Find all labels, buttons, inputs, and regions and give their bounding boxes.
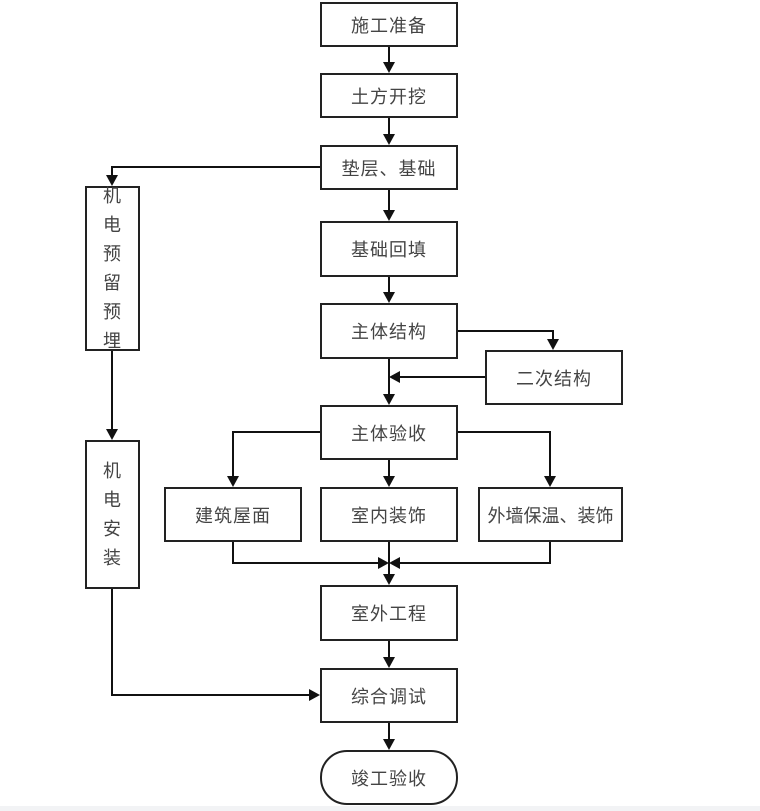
node-cushion-foundation[interactable]: 垫层、基础: [320, 145, 458, 190]
node-label: 室外工程: [351, 604, 427, 625]
edge-mep-install-to-commissioning: [111, 588, 320, 701]
edge-exterior-to-merge: [389, 541, 551, 569]
edge-foundation-to-backfill: [383, 189, 395, 221]
node-main-structure[interactable]: 主体结构: [320, 303, 458, 359]
edge-prep-to-excavation: [383, 46, 395, 73]
edge-foundation-to-mep-embed: [106, 166, 320, 186]
node-label: 综合调试: [351, 686, 427, 708]
edge-acceptance-to-roofing: [227, 431, 320, 487]
edge-acceptance-to-interior: [383, 459, 395, 487]
node-label: 二次结构: [516, 368, 592, 390]
node-commissioning[interactable]: 综合调试: [320, 668, 458, 723]
node-construction-prep[interactable]: 施工准备: [320, 2, 458, 47]
node-label-char: 留: [103, 272, 122, 294]
node-mep-embedding[interactable]: 机 电 预 留 预 埋: [85, 186, 140, 352]
node-earth-excavation[interactable]: 土方开挖: [320, 73, 458, 118]
edge-backfill-to-main-structure: [383, 276, 395, 303]
node-secondary-structure[interactable]: 二次结构: [485, 350, 623, 405]
edge-roofing-to-merge: [232, 541, 389, 569]
edge-main-structure-to-secondary: [458, 330, 559, 350]
node-outdoor-works[interactable]: 室外工程: [320, 585, 458, 641]
node-label-char: 预: [103, 243, 122, 265]
node-label: 主体结构: [351, 322, 427, 343]
node-main-acceptance[interactable]: 主体验收: [320, 405, 458, 460]
node-interior-decoration[interactable]: 室内装饰: [320, 487, 458, 542]
node-label: 垫层、基础: [341, 158, 437, 180]
edge-secondary-to-main-line: [389, 371, 485, 383]
edge-outdoor-to-commissioning: [383, 640, 395, 668]
edge-main-structure-to-acceptance: [383, 358, 395, 405]
node-label: 竣工验收: [351, 768, 427, 790]
node-label-char: 预: [103, 301, 122, 323]
node-foundation-backfill[interactable]: 基础回填: [320, 221, 458, 277]
edge-excavation-to-foundation: [383, 117, 395, 145]
node-label-char: 电: [103, 214, 122, 236]
edge-acceptance-to-exterior: [458, 431, 556, 487]
node-label-char: 埋: [103, 330, 122, 352]
node-label: 施工准备: [351, 15, 427, 37]
node-label: 主体验收: [351, 423, 427, 445]
edge-commissioning-to-completion: [383, 722, 395, 750]
node-label-char: 电: [103, 489, 122, 511]
node-label-char: 装: [103, 547, 122, 569]
node-label-char: 机: [103, 460, 122, 482]
node-label: 基础回填: [351, 240, 427, 261]
node-label: 建筑屋面: [195, 505, 271, 527]
edge-mep-embed-to-mep-install: [106, 350, 118, 440]
node-mep-installation[interactable]: 机 电 安 装: [85, 440, 140, 589]
node-label: 室内装饰: [351, 505, 427, 527]
node-label: 土方开挖: [351, 86, 427, 108]
edge-interior-to-outdoor: [383, 541, 395, 585]
node-label-char: 机: [103, 185, 122, 207]
node-label-char: 安: [103, 518, 122, 540]
node-label: 外墙保温、装饰: [487, 505, 614, 527]
node-roofing[interactable]: 建筑屋面: [164, 487, 302, 542]
node-completion-acceptance[interactable]: 竣工验收: [320, 750, 458, 805]
node-exterior-wall[interactable]: 外墙保温、装饰: [478, 487, 623, 542]
page-bottom-edge: [0, 806, 760, 811]
